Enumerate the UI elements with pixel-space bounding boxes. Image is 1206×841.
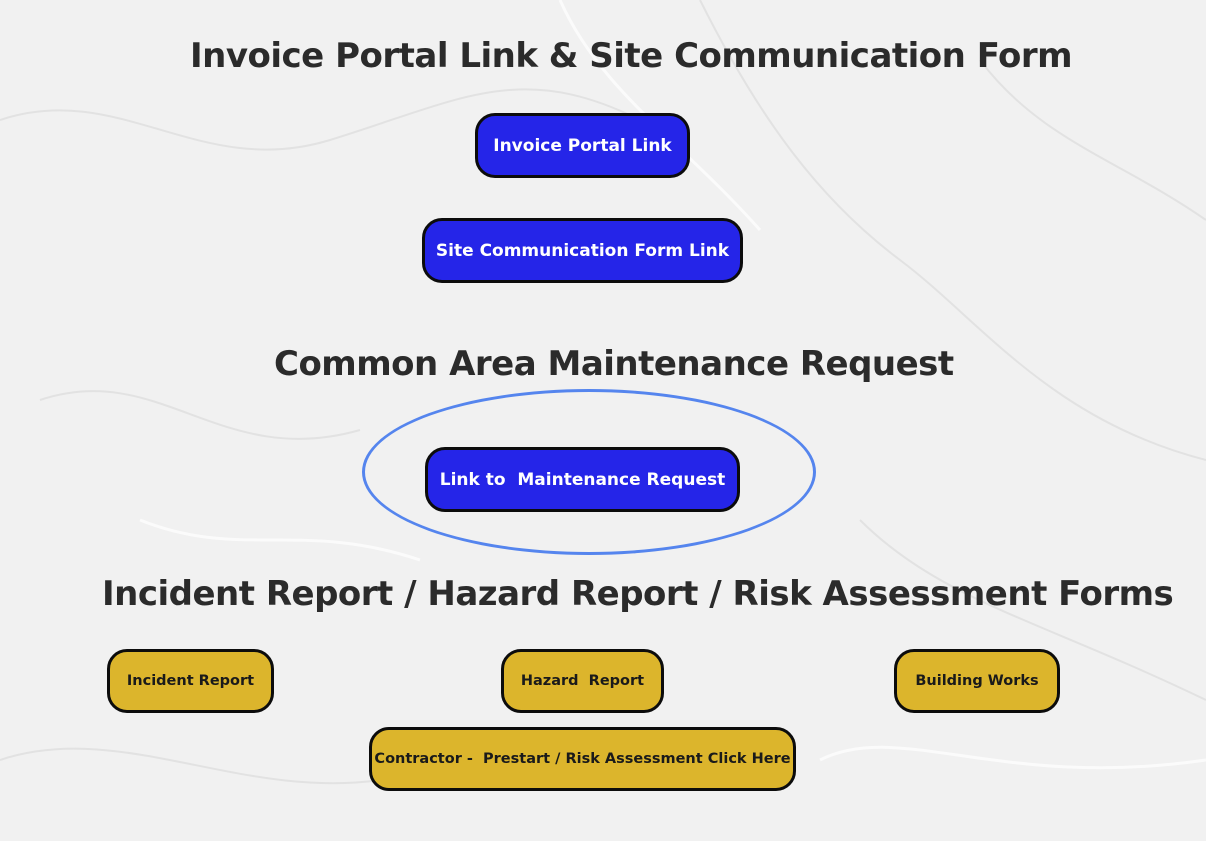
building-works-button[interactable]: Building Works [894,649,1060,713]
hazard-report-button[interactable]: Hazard Report [501,649,664,713]
invoice-section-heading: Invoice Portal Link & Site Communication… [190,36,1073,76]
incident-section-heading: Incident Report / Hazard Report / Risk A… [102,574,1174,614]
site-communication-form-link-button[interactable]: Site Communication Form Link [422,218,743,283]
invoice-portal-link-button[interactable]: Invoice Portal Link [475,113,690,178]
incident-report-button[interactable]: Incident Report [107,649,274,713]
maintenance-section-heading: Common Area Maintenance Request [274,344,954,384]
maintenance-request-link-button[interactable]: Link to Maintenance Request [425,447,740,512]
contractor-prestart-risk-assessment-button[interactable]: Contractor - Prestart / Risk Assessment … [369,727,796,791]
